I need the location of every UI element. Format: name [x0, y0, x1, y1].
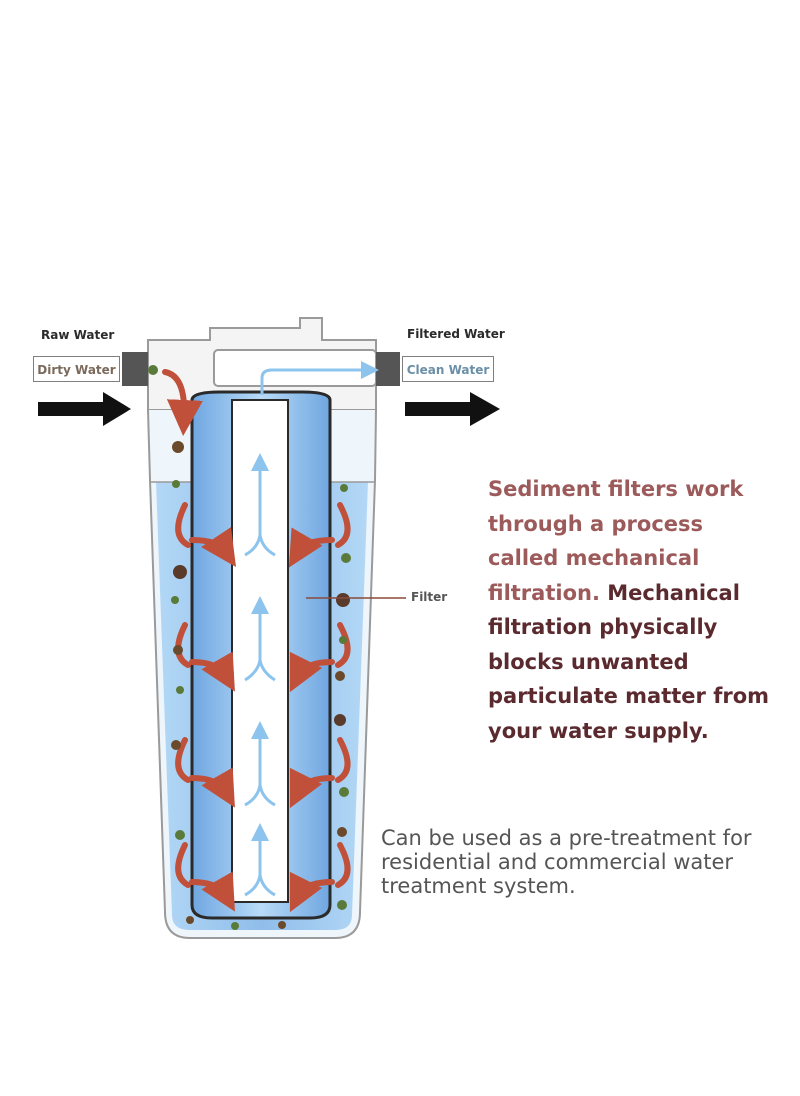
outlet-port	[376, 352, 400, 386]
usage-note: Can be used as a pre-treatment for resid…	[381, 826, 752, 898]
outflow-arrow-icon	[405, 392, 500, 426]
filter-head	[147, 317, 377, 411]
filter-label: Filter	[411, 590, 448, 604]
description-detail: Mechanical filtration physically blocks …	[488, 580, 769, 743]
inflow-arrow-icon	[38, 392, 131, 426]
raw-water-label: Raw Water	[41, 328, 115, 342]
clean-water-tag: Clean Water	[402, 356, 494, 382]
inlet-port	[122, 352, 148, 386]
clean-flow-arrows	[244, 361, 379, 897]
filtered-water-label: Filtered Water	[407, 327, 505, 341]
sediment-particles	[148, 365, 351, 930]
description-block: Sediment filters work through a process …	[488, 472, 778, 748]
dirty-flow-arrows	[162, 369, 351, 913]
description-intro: Sediment filters work through a process …	[488, 477, 744, 605]
dirty-water-tag: Dirty Water	[33, 356, 120, 382]
